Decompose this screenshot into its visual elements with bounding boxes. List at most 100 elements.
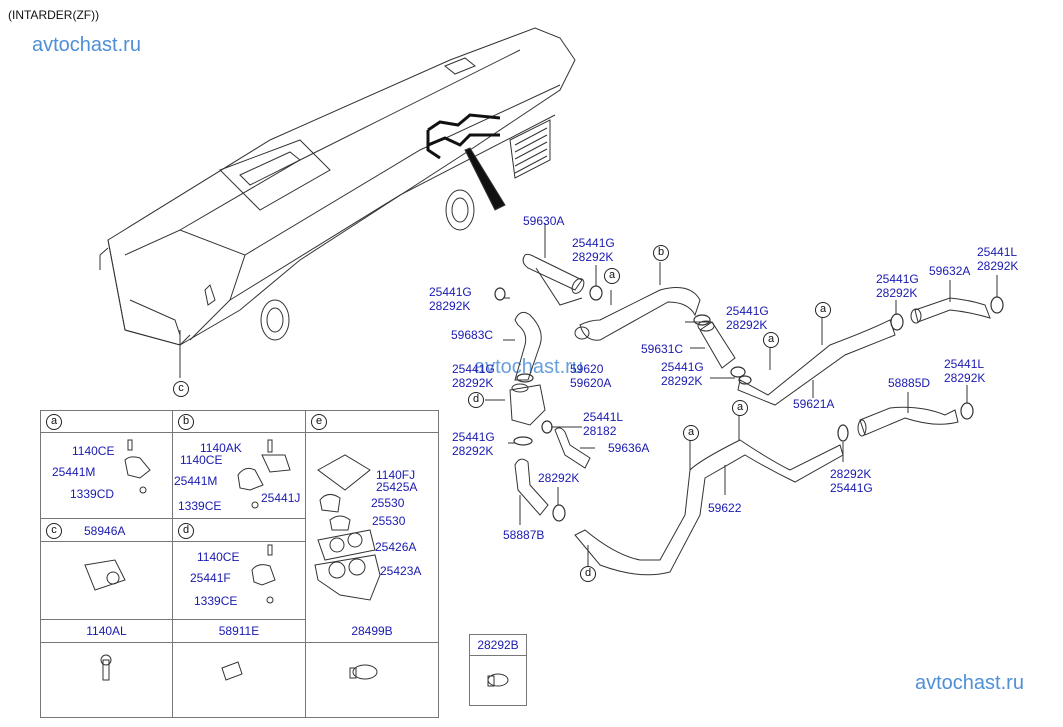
callout-a: a — [604, 268, 620, 284]
part-label[interactable]: 1339CE — [194, 594, 238, 608]
part-label[interactable]: 28292K — [538, 471, 580, 485]
part-label[interactable]: 25441G — [452, 430, 495, 444]
part-label[interactable]: 25441M — [174, 474, 218, 488]
part-label[interactable]: 58887B — [503, 528, 545, 542]
part-label[interactable]: 28292K — [452, 444, 494, 458]
part-label[interactable]: 58946A — [84, 524, 126, 538]
part-label[interactable]: 25530 — [372, 514, 406, 528]
part-label[interactable]: 25441G — [572, 236, 615, 250]
part-label[interactable]: 1339CE — [178, 499, 222, 513]
part-label[interactable]: 58885D — [888, 376, 931, 390]
part-label[interactable]: 25423A — [380, 564, 422, 578]
part-label[interactable]: 1339CD — [70, 487, 115, 501]
parts-table: a b e 1140CE 25441M 1339CD 1140AK 1140CE… — [40, 410, 439, 718]
diagram-title: (INTARDER(ZF)) — [8, 8, 100, 22]
callout-c: c — [46, 523, 62, 539]
part-label[interactable]: 25441G — [876, 272, 919, 286]
table-header-bottom-2: 58911E — [173, 620, 306, 643]
part-label[interactable]: 1140CE — [72, 444, 115, 458]
callout-a: a — [683, 425, 699, 441]
hose-58885D — [857, 406, 959, 437]
part-label[interactable]: 1140FJ — [376, 468, 416, 482]
part-label[interactable]: 25441M — [52, 465, 96, 479]
hose-59630A — [522, 223, 585, 306]
part-box-28292B: 28292B — [469, 634, 527, 706]
watermark: avtochast.ru — [915, 672, 1024, 694]
part-label[interactable]: 28292K — [977, 259, 1019, 273]
table-header-c: c 58946A — [41, 519, 173, 542]
part-label[interactable]: 25441G — [726, 304, 769, 318]
part-label[interactable]: 25425A — [376, 480, 418, 494]
hose-59631C — [697, 320, 736, 369]
table-part-sketches — [84, 439, 509, 687]
callout-b: b — [178, 414, 194, 430]
callout-d: d — [468, 392, 484, 408]
part-label[interactable]: 28292K — [572, 250, 614, 264]
part-label[interactable]: 1140AK — [200, 441, 242, 455]
part-label[interactable]: 59621A — [793, 397, 835, 411]
part-label[interactable]: 59620A — [570, 376, 612, 390]
callout-c: c — [173, 381, 189, 397]
part-label[interactable]: 28292K — [452, 376, 494, 390]
part-label[interactable]: 25441F — [190, 571, 231, 585]
hose-59636A — [554, 427, 591, 469]
table-cell-bottom-1 — [41, 643, 173, 717]
part-label[interactable]: 28292K — [830, 467, 872, 481]
table-cell-e: 1140FJ 25425A 25530 25530 25426A 25423A — [306, 433, 438, 717]
part-label[interactable]: 25426A — [375, 540, 417, 554]
part-label[interactable]: 25530 — [371, 496, 405, 510]
part-label[interactable]: 25441J — [261, 491, 301, 505]
part-label[interactable]: 28182 — [583, 424, 617, 438]
part-label[interactable]: 25441L — [977, 245, 1018, 259]
callout-b: b — [653, 245, 669, 261]
bus-illustration — [99, 27, 576, 378]
part-label[interactable]: 59622 — [708, 501, 742, 515]
part-label[interactable]: 25441L — [583, 410, 624, 424]
hose-59632A — [910, 297, 991, 324]
part-label[interactable]: 25441G — [429, 285, 472, 299]
callout-a: a — [46, 414, 62, 430]
part-label[interactable]: 1140CE — [197, 550, 240, 564]
part-label[interactable]: 28292K — [661, 374, 703, 388]
part-label[interactable]: 25441G — [661, 360, 704, 374]
part-label[interactable]: 25441L — [944, 357, 985, 371]
callout-d: d — [580, 566, 596, 582]
part-label[interactable]: 58911E — [218, 624, 260, 638]
part-label[interactable]: 1140CE — [180, 453, 223, 467]
table-cell-b: 1140AK 1140CE 25441M 1339CE 25441J — [173, 433, 306, 519]
table-cell-bottom-3 — [306, 643, 438, 717]
part-label[interactable]: 25441G — [452, 362, 495, 376]
part-label[interactable]: 59630A — [523, 214, 565, 228]
part-label[interactable]: 28499B — [351, 624, 393, 638]
part-label[interactable]: 59683C — [451, 328, 494, 342]
part-label[interactable]: 59632A — [929, 264, 971, 278]
watermark: avtochast.ru — [474, 356, 583, 378]
part-label[interactable]: 59636A — [608, 441, 650, 455]
part-label[interactable]: 28292K — [876, 286, 918, 300]
table-header-bottom-3: 28499B — [306, 620, 438, 643]
part-label[interactable]: 28292K — [429, 299, 471, 313]
part-label[interactable]: 28292K — [726, 318, 768, 332]
part-label[interactable]: 59631C — [641, 342, 684, 356]
part-label[interactable]: 25441G — [830, 481, 873, 495]
part-label[interactable]: 59620 — [570, 362, 604, 376]
callout-d: d — [178, 523, 194, 539]
hose-59621A — [737, 319, 896, 406]
part-label[interactable]: 28292B — [477, 638, 519, 652]
part-box-header: 28292B — [470, 635, 526, 656]
part-label[interactable]: 1140AL — [86, 624, 127, 638]
part-label[interactable]: 28292K — [944, 371, 986, 385]
callout-a: a — [732, 400, 748, 416]
